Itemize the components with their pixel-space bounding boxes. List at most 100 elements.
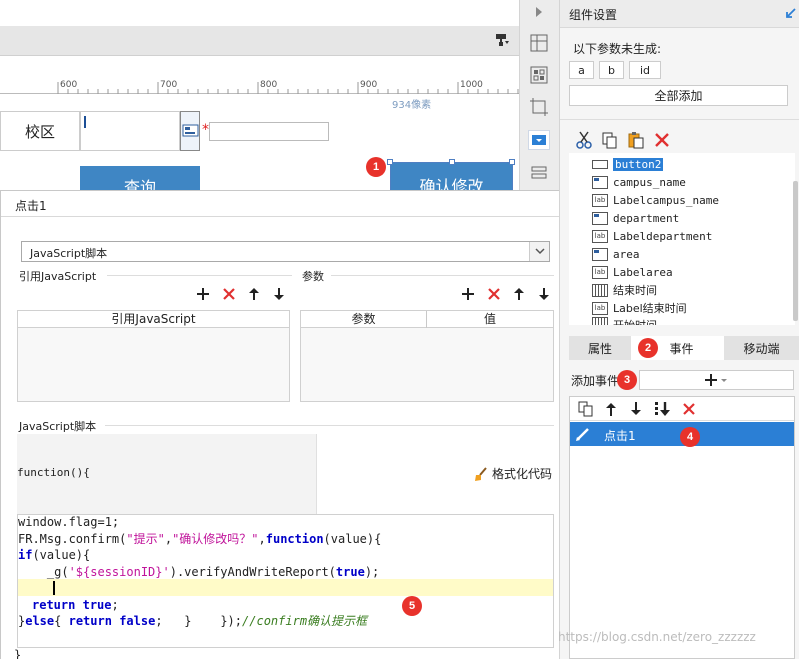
param-chip-a[interactable]: a [569,61,594,79]
required-mark: * [202,122,209,138]
add-icon[interactable] [196,287,210,304]
widget-library-icon[interactable] [530,66,548,87]
tree-item[interactable]: campus_name [592,173,686,191]
label-widget-icon: lab [592,301,608,315]
ruler-label-800: 800 [260,80,278,90]
campus-dropdown[interactable] [80,111,180,151]
format-painter-icon[interactable] [496,34,509,46]
script-type-value: JavaScript脚本 [30,247,108,260]
ruler-label-700: 700 [160,80,178,90]
ref-js-column-header: 引用JavaScript [18,311,289,328]
chevron-down-icon [535,248,545,255]
dialog-title: 点击1 [15,199,47,213]
add-all-button[interactable]: 全部添加 [569,85,788,106]
width-hint: 934像素 [392,100,432,111]
table-header [301,311,553,328]
tree-item[interactable]: department [592,209,679,227]
confirm-edit-button[interactable]: 确认修改 [390,162,513,191]
collapse-arrow-icon[interactable] [534,6,544,21]
event-item-label: 点击1 [604,429,636,443]
function-signature: function(){ [17,466,90,479]
section-divider [105,425,554,426]
copy-event-icon[interactable] [578,401,594,420]
code-line: window.flag=1; [18,515,120,529]
tree-item[interactable]: 开始时间 [592,317,657,325]
side-toolbar [519,0,559,190]
events-toolbar [570,397,794,421]
code-line: }else{ return false; } });//confirm确认提示框 [18,614,368,628]
selection-handle[interactable] [509,159,515,165]
collapse-panel-icon[interactable] [785,7,797,22]
callout-badge-3: 3 [617,370,637,390]
ruler-label-1000: 1000 [460,80,483,90]
code-line: _g('${sessionID}').verifyAndWriteReport(… [18,565,380,579]
callout-badge-2: 2 [638,338,658,358]
tab-mobile[interactable]: 移动端 [743,341,780,356]
cut-icon[interactable] [575,131,593,152]
calendar-widget-icon [592,317,608,325]
param-chip-id[interactable]: id [629,61,661,79]
section-divider [107,275,292,276]
param-chip-b[interactable]: b [599,61,624,79]
function-signature-box: function(){ [17,434,317,514]
code-line: if(value){ [18,548,91,562]
param-move-down-icon[interactable] [537,287,551,304]
tree-item[interactable]: 结束时间 [592,281,657,299]
layout-grid-icon[interactable] [530,34,548,55]
query-button[interactable]: 查询 [80,166,200,190]
watermark: https://blog.csdn.net/zero_zzzzzz [558,630,756,644]
delete-event-icon[interactable] [682,402,696,419]
add-param-icon[interactable] [461,287,475,304]
event-move-bottom-icon[interactable] [654,401,672,420]
event-move-down-icon[interactable] [630,402,642,419]
code-editor[interactable] [17,514,554,648]
callout-badge-4: 4 [680,427,700,447]
code-line: FR.Msg.confirm("提示","确认修改吗？",function(va… [18,532,382,546]
delete-param-icon[interactable] [487,287,501,304]
frame-icon[interactable] [530,98,548,119]
script-type-select[interactable]: JavaScript脚本 [21,241,550,262]
ruler-label-900: 900 [360,80,378,90]
panel-header [560,0,799,28]
tree-item-button2[interactable]: button2 [592,155,664,173]
copy-icon[interactable] [601,131,619,152]
params-table[interactable]: 参数 值 [300,310,554,402]
selection-handle[interactable] [449,159,455,165]
ref-js-table[interactable]: 引用JavaScript [17,310,290,402]
text-cursor [53,581,55,595]
params-not-generated-label: 以下参数未生成: [573,42,662,56]
move-up-icon[interactable] [247,287,261,304]
paste-icon[interactable] [627,131,645,152]
event-dialog: 点击1 JavaScript脚本 引用JavaScript 参数 引用JavaS… [0,190,569,659]
stack-icon[interactable] [530,164,548,185]
param-move-up-icon[interactable] [512,287,526,304]
text-input[interactable] [209,122,329,141]
tree-item[interactable]: area [592,245,640,263]
move-down-icon[interactable] [272,287,286,304]
selection-handle[interactable] [387,159,393,165]
callout-badge-1: 1 [366,157,386,177]
edit-pencil-icon [576,428,589,441]
callout-badge-5: 5 [402,596,422,616]
component-settings-icon[interactable] [528,130,550,150]
add-dropdown-icon [704,374,727,386]
param-column-header: 参数 [301,311,427,328]
widget-type-icon[interactable] [180,111,200,151]
brush-icon [475,466,487,481]
tab-properties[interactable]: 属性 [587,341,612,356]
delete-widget-icon[interactable] [654,132,670,151]
campus-label: 校区 [0,111,80,151]
tree-scrollbar[interactable] [793,181,798,321]
add-event-dropdown[interactable] [639,370,794,390]
format-code-button[interactable]: 格式化代码 [473,465,552,482]
event-move-up-icon[interactable] [605,402,617,419]
delete-icon[interactable] [222,287,236,304]
designer-toolbar [0,26,519,56]
ruler: 600 700 800 900 1000 [0,80,519,94]
script-section-label: JavaScript脚本 [19,420,97,433]
